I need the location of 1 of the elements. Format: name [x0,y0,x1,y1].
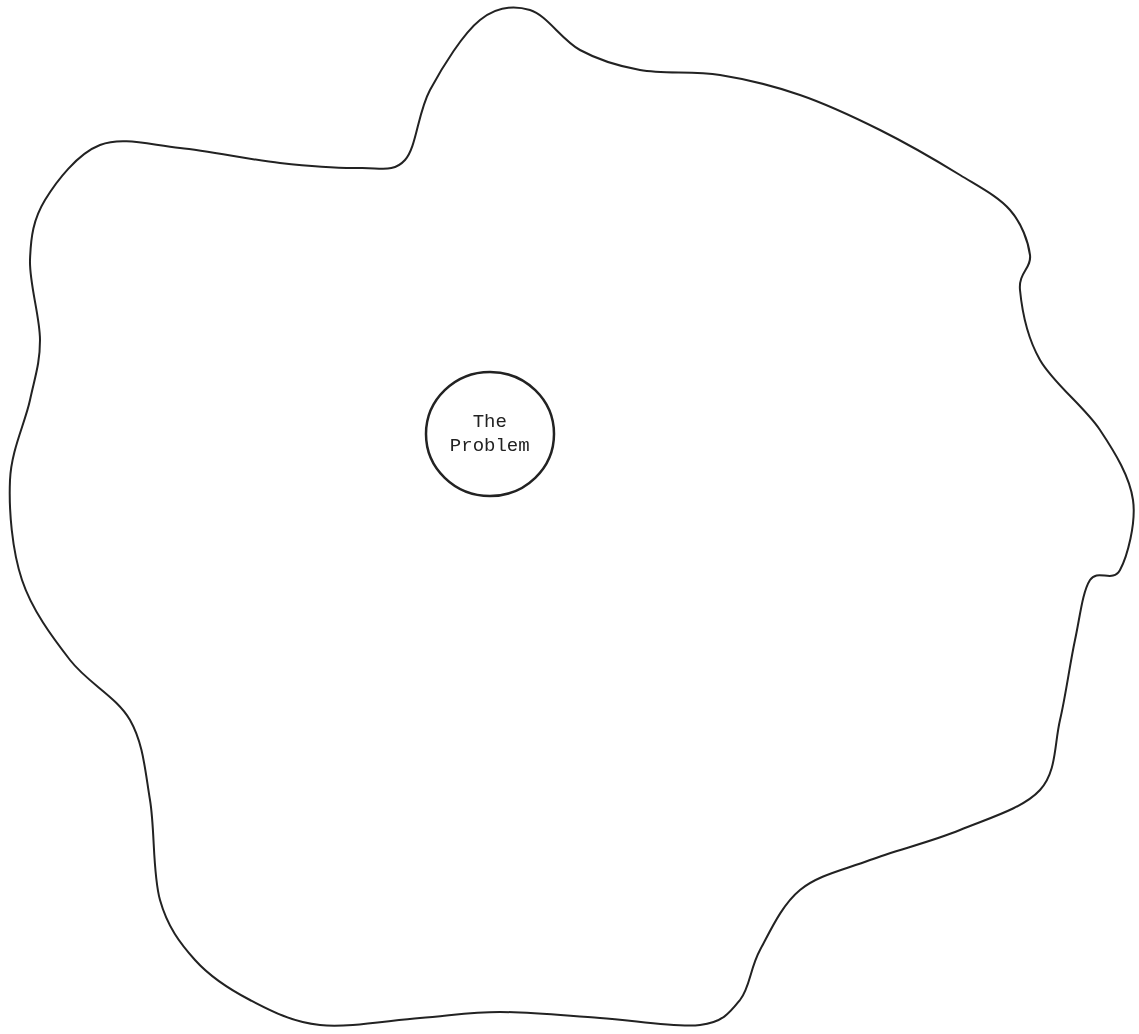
node-label: The Problem [448,410,531,459]
